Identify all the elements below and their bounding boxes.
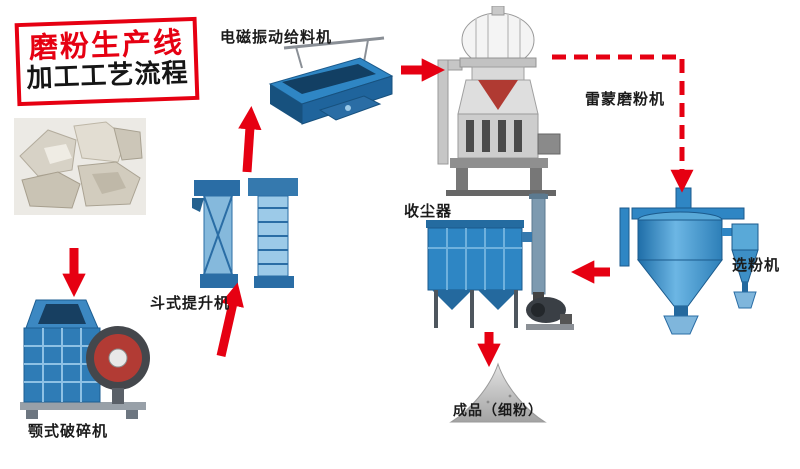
label-bucket-elevator: 斗式提升机 — [150, 294, 231, 312]
dust-collector-illustration — [426, 193, 574, 330]
jaw-crusher — [16, 276, 152, 422]
raymond-mill-illustration — [437, 6, 561, 196]
vibrating-feeder — [264, 34, 400, 134]
product-pile — [448, 362, 548, 426]
bucket-elevator-illustration — [192, 178, 298, 288]
label-jaw-crusher: 颚式破碎机 — [28, 422, 109, 440]
bucket-elevator — [192, 176, 304, 292]
label-feeder: 电磁振动给料机 — [220, 28, 333, 46]
title-line2: 加工工艺流程 — [26, 58, 189, 95]
arrow-mill-to-classifier-dashed — [552, 54, 694, 193]
vibrating-feeder-illustration — [268, 36, 394, 125]
arrow-elevator-to-feeder — [238, 105, 262, 173]
jaw-crusher-illustration — [20, 299, 150, 419]
classifier-illustration — [619, 187, 759, 335]
title-box: 磨粉生产线 加工工艺流程 — [14, 16, 200, 107]
product-pile-illustration — [449, 362, 547, 423]
label-dust-collector: 收尘器 — [404, 202, 453, 220]
raw-material-image — [14, 118, 146, 215]
dust-collector — [426, 192, 576, 334]
classifier — [612, 186, 768, 338]
label-classifier: 选粉机 — [732, 256, 781, 274]
rocks-illustration — [14, 118, 146, 215]
label-product: 成品（细粉） — [453, 403, 543, 419]
label-raymond-mill: 雷蒙磨粉机 — [585, 90, 666, 108]
raymond-mill — [436, 6, 566, 198]
